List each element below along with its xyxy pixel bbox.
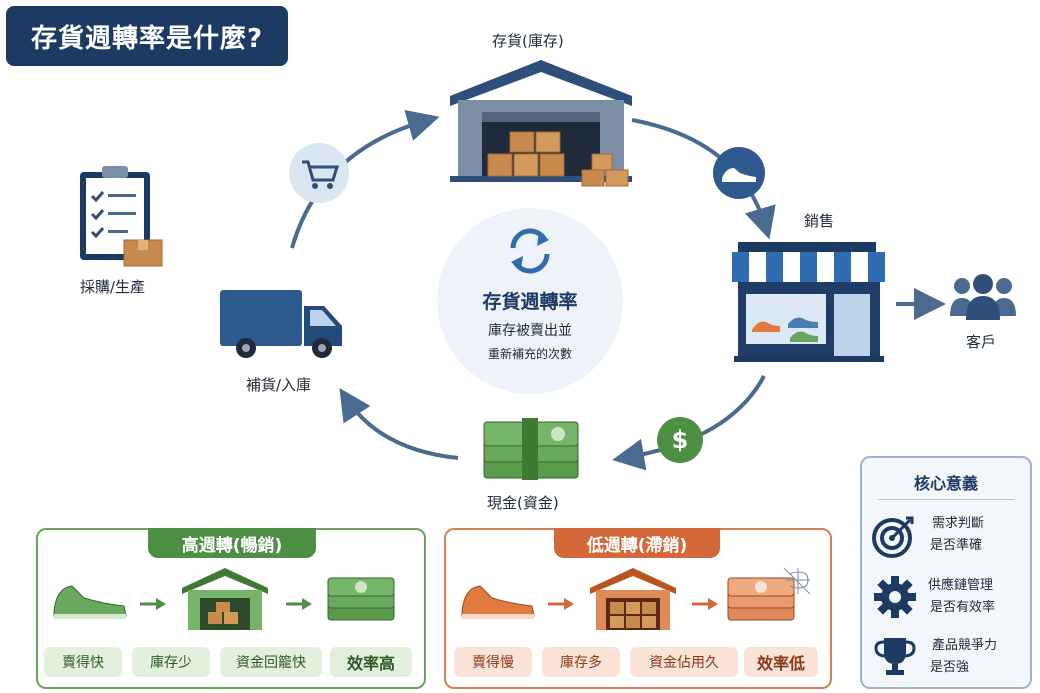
low-chip-1: 賣得慢 [454,647,532,677]
gear-icon [874,576,916,618]
core-meaning-title: 核心意義 [913,474,978,493]
cash-stack-icon [483,418,579,480]
customers-icon [950,274,1016,320]
green-arrow-icon-2 [286,598,312,610]
core-meaning-divider [878,499,1014,500]
restock-label: 補貨/入庫 [246,376,312,394]
core-item-1-line1: 需求判斷 [932,516,985,531]
clipboard-icon [80,166,163,267]
low-turnover-header: 低週轉(滯銷) [554,528,720,558]
page-title: 存貨週轉率是什麼? [6,6,288,66]
core-item-3-line1: 產品競爭力 [932,638,998,653]
warehouse-icon [450,60,632,187]
core-item-1-line2: 是否準確 [930,538,983,553]
low-chip-4: 效率低 [744,647,818,677]
orange-arrow-icon [548,598,574,610]
low-chip-3: 資金佔用久 [630,647,738,677]
high-chip-1: 賣得快 [44,647,122,677]
shopping-cart-icon [289,143,349,203]
center-subtitle-2: 重新補充的次數 [487,347,572,361]
orange-shoe-icon [461,585,535,619]
refresh-icon [510,228,550,274]
green-cash-icon [327,577,395,621]
green-warehouse-icon [182,568,268,630]
customer-label: 客戶 [966,333,997,351]
center-subtitle-1: 庫存被賣出並 [488,323,572,339]
svg-text:$: $ [672,426,689,454]
core-item-2-line2: 是否有效率 [930,600,996,615]
low-chip-2: 庫存多 [542,647,620,677]
high-chip-3: 資金回籠快 [220,647,322,677]
inventory-label: 存貨(庫存) [492,32,564,50]
center-circle [437,208,623,394]
store-icon [732,242,885,362]
core-item-2-line1: 供應鏈管理 [928,578,994,593]
center-title: 存貨週轉率 [482,291,578,313]
procurement-label: 採購/生產 [80,278,146,296]
high-chip-4: 效率高 [330,647,412,677]
orange-arrow-icon-2 [692,598,718,610]
dollar-icon: $ [657,417,703,463]
arrow-sales-to-cash [612,375,766,471]
shoe-icon [713,147,765,199]
core-item-3-line2: 是否強 [930,660,970,675]
trophy-icon [874,638,916,675]
green-shoe-icon [53,585,127,619]
cash-label: 現金(資金) [487,494,559,512]
high-chip-2: 庫存少 [132,647,210,677]
truck-icon [220,290,342,358]
target-icon [872,516,914,558]
high-turnover-header: 高週轉(暢銷) [148,528,316,558]
orange-cash-cobweb-icon [727,567,811,621]
orange-warehouse-icon [590,568,676,630]
sales-label: 銷售 [804,212,835,230]
arrow-cash-to-restock [339,387,459,460]
green-arrow-icon [140,598,166,610]
